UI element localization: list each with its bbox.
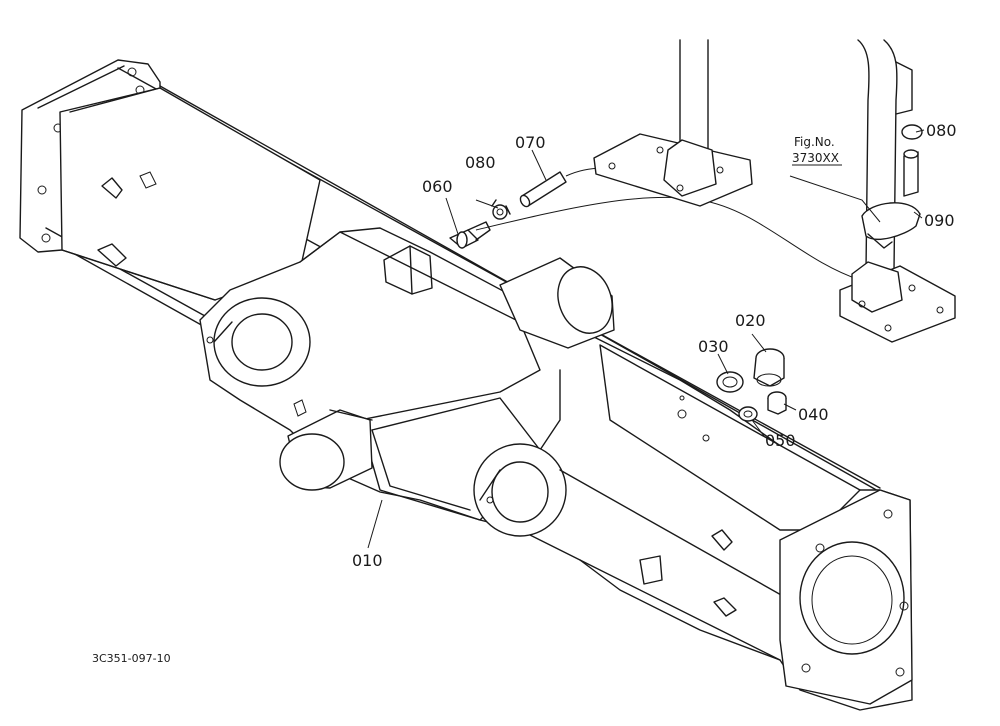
part-020-plug bbox=[753, 348, 785, 387]
callout-030: 030 bbox=[698, 337, 729, 356]
callout-080-left: 080 bbox=[465, 153, 496, 172]
part-030-washer bbox=[716, 371, 744, 393]
fig-ref-line2: 3730XX bbox=[792, 151, 839, 165]
fig-ref-line1: Fig.No. bbox=[794, 135, 835, 149]
part-060-fitting bbox=[449, 221, 491, 249]
axle-housing bbox=[19, 59, 913, 711]
drawing-code: 3C351-097-10 bbox=[92, 652, 171, 665]
part-040-plug bbox=[767, 391, 787, 415]
callout-080-right: 080 bbox=[926, 121, 957, 140]
callout-050: 050 bbox=[765, 431, 796, 450]
callout-090: 090 bbox=[924, 211, 955, 230]
part-080-clamp-left bbox=[491, 199, 511, 220]
callout-060: 060 bbox=[422, 177, 453, 196]
part-070-hose bbox=[519, 171, 567, 208]
callout-020: 020 bbox=[735, 311, 766, 330]
callout-040: 040 bbox=[798, 405, 829, 424]
callout-010: 010 bbox=[352, 551, 383, 570]
fender-mount-bracket bbox=[593, 39, 956, 343]
callout-070: 070 bbox=[515, 133, 546, 152]
part-050-washer bbox=[738, 406, 758, 422]
